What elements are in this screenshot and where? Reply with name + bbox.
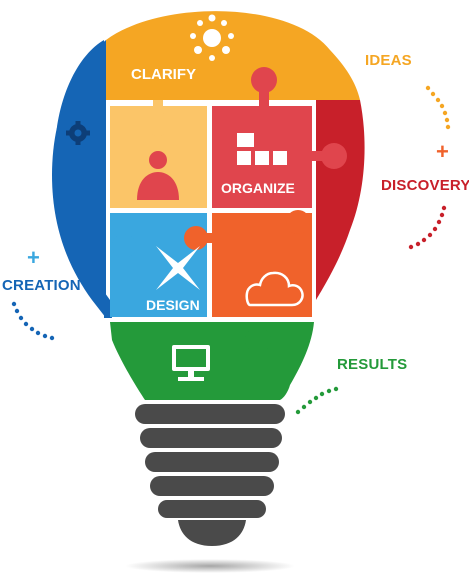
plus-icon: + bbox=[436, 139, 449, 164]
piece-tab bbox=[286, 210, 310, 234]
blocks-icon bbox=[237, 133, 287, 165]
plus-icon: + bbox=[27, 245, 40, 270]
piece-tab bbox=[245, 327, 271, 353]
bulb-top-yellow bbox=[106, 11, 360, 101]
gear-icon bbox=[66, 121, 90, 145]
piece-tab bbox=[112, 234, 136, 258]
cloud-icon bbox=[245, 271, 304, 307]
screw-band bbox=[145, 452, 279, 472]
creation-dotted-arc bbox=[11, 301, 55, 341]
screw-band bbox=[140, 428, 282, 448]
label-organize: ORGANIZE bbox=[221, 180, 295, 196]
screw-band bbox=[150, 476, 274, 496]
sparkle-dots-icon bbox=[190, 14, 234, 61]
person-icon bbox=[137, 151, 179, 200]
label-ideas: IDEAS bbox=[365, 52, 412, 69]
bulb-bottom-green bbox=[110, 322, 314, 400]
piece-tab bbox=[153, 100, 163, 118]
piece-tab bbox=[259, 88, 269, 108]
ideas-dotted-arc bbox=[425, 85, 451, 130]
x-star-icon bbox=[156, 246, 200, 290]
label-design: DESIGN bbox=[146, 297, 200, 313]
piece-tab bbox=[251, 67, 277, 93]
label-clarify: CLARIFY bbox=[131, 66, 196, 83]
bulb-left-side-fill bbox=[52, 40, 106, 318]
bulb-right-side bbox=[316, 100, 365, 300]
screw-band bbox=[158, 500, 266, 518]
piece-tab bbox=[146, 112, 170, 136]
bulb-shadow bbox=[125, 559, 295, 573]
piece-tab bbox=[184, 226, 208, 250]
results-dotted-arc bbox=[295, 386, 339, 415]
piece-tab bbox=[202, 233, 214, 243]
label-creation: CREATION bbox=[2, 277, 81, 294]
label-results: RESULTS bbox=[337, 356, 408, 373]
screw-tip bbox=[178, 520, 246, 546]
monitor-icon bbox=[172, 345, 210, 381]
label-discovery: DISCOVERY bbox=[381, 177, 469, 194]
discovery-dotted-arc bbox=[408, 205, 447, 250]
screw-band bbox=[135, 404, 285, 424]
piece-tab bbox=[310, 151, 324, 161]
piece-tab bbox=[321, 143, 347, 169]
